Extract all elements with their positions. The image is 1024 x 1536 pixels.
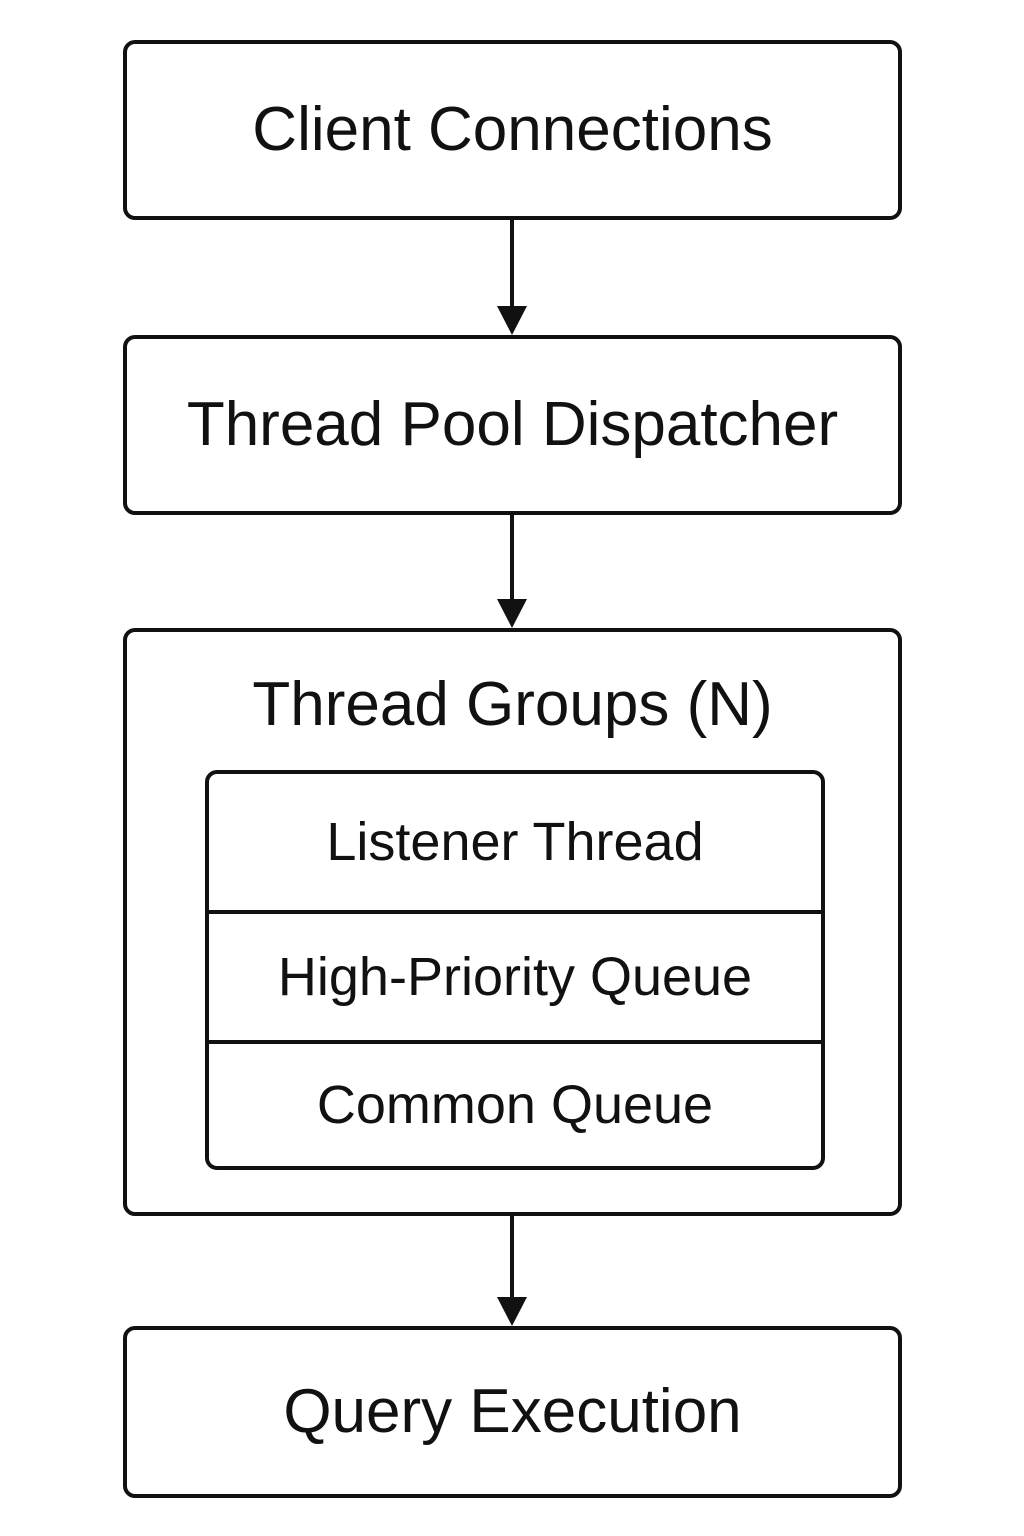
common-queue-label: Common Queue [316,1075,714,1135]
thread-pool-dispatcher-node: Thread Pool Dispatcher [123,335,902,515]
listener-thread-row: Listener Thread [209,774,821,914]
arrow-client-to-dispatcher [497,220,527,335]
thread-group-components: Listener Thread High-Priority Queue Comm… [205,770,825,1170]
listener-thread-label: Listener Thread [326,812,704,872]
client-connections-label: Client Connections [252,95,773,164]
thread-groups-node: Thread Groups (N) Listener Thread High-P… [123,628,902,1216]
thread-groups-title: Thread Groups (N) [252,670,773,739]
query-execution-label: Query Execution [283,1377,742,1446]
client-connections-node: Client Connections [123,40,902,220]
thread-pool-dispatcher-label: Thread Pool Dispatcher [186,390,839,459]
common-queue-row: Common Queue [209,1044,821,1166]
high-priority-queue-label: High-Priority Queue [277,947,753,1007]
arrow-dispatcher-to-groups [497,515,527,628]
arrow-groups-to-query [497,1216,527,1326]
high-priority-queue-row: High-Priority Queue [209,914,821,1044]
query-execution-node: Query Execution [123,1326,902,1498]
